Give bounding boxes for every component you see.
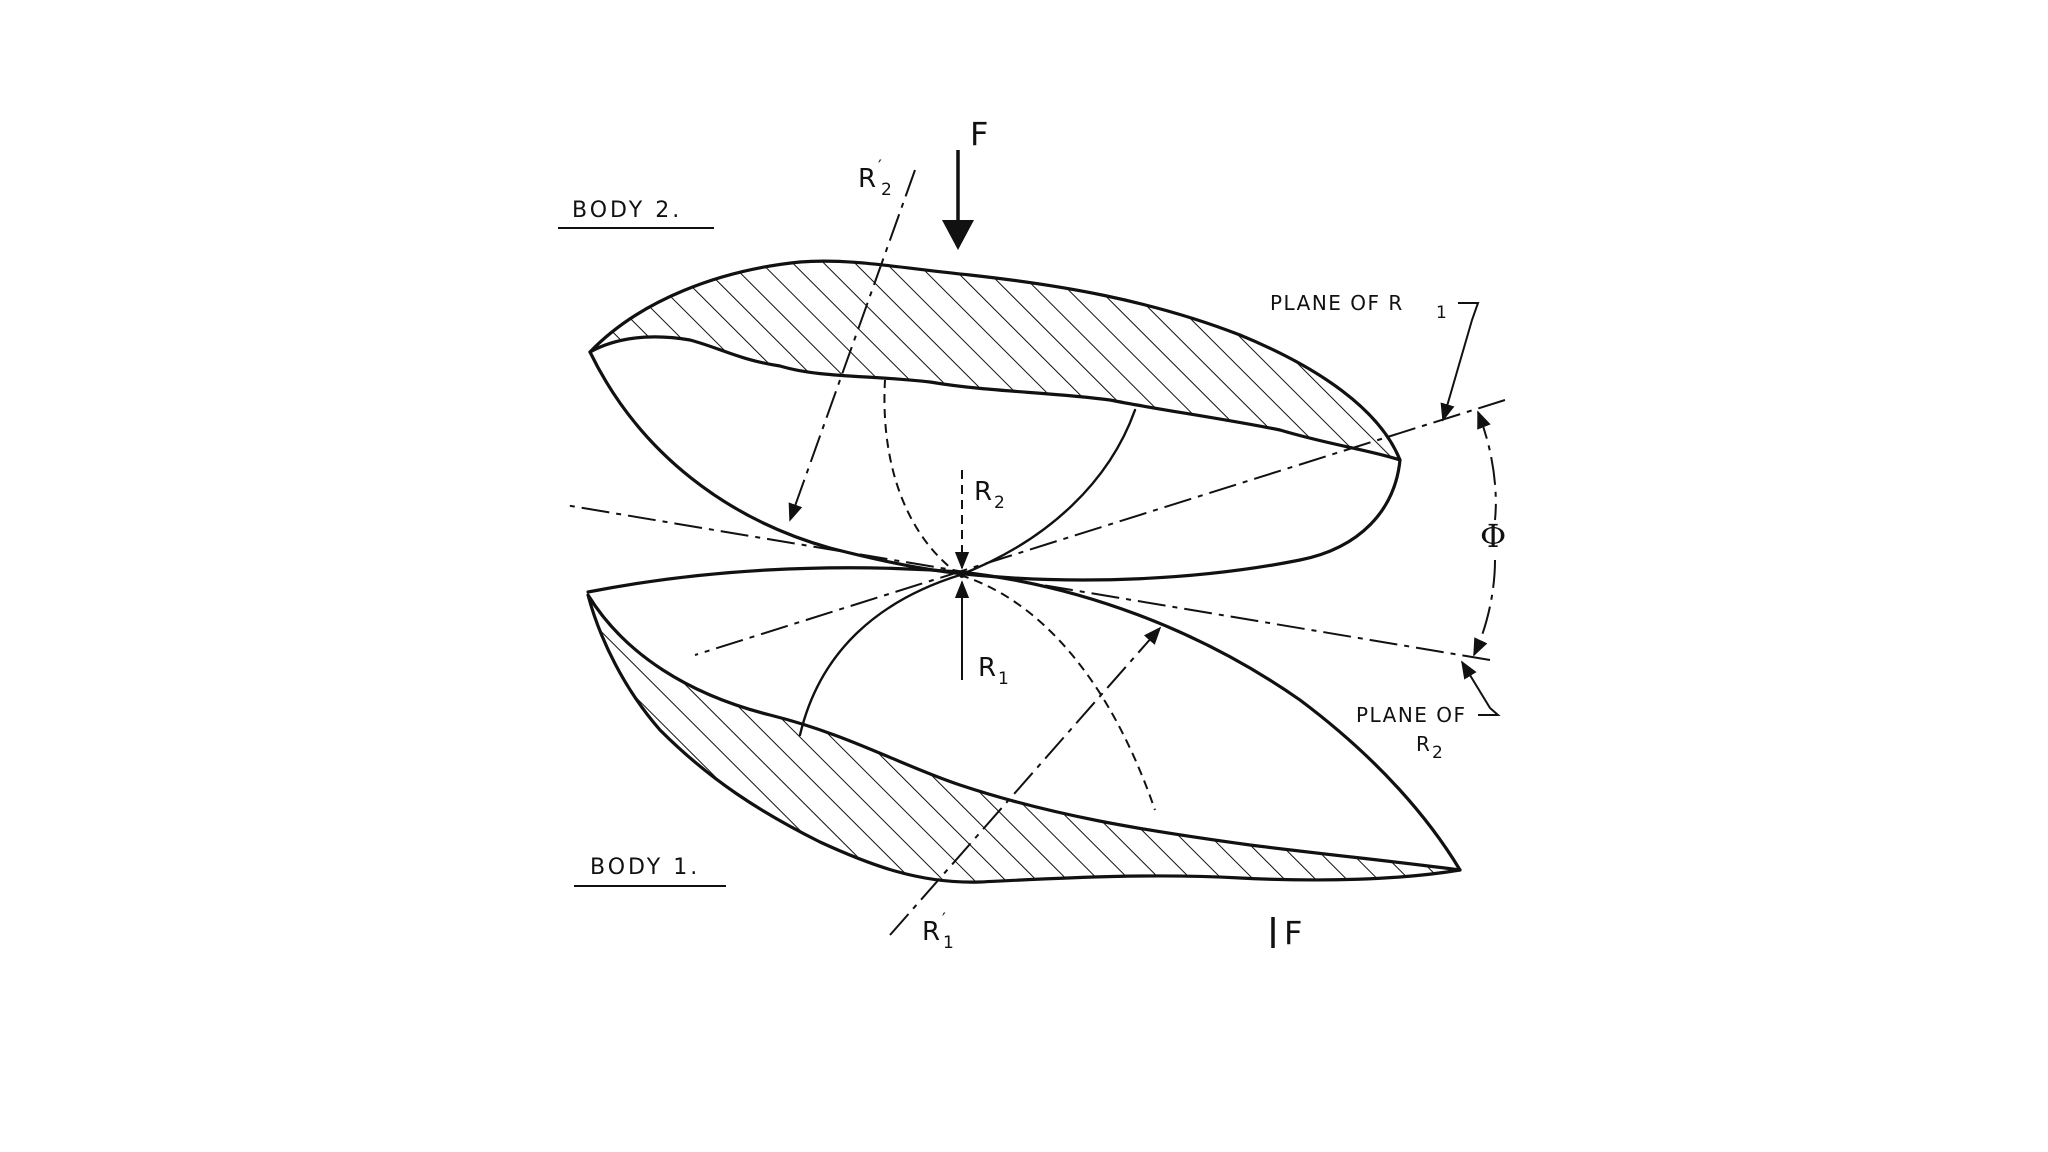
plane-r2-leader (1461, 660, 1501, 716)
r2-prime-label-group: R ′ 2 (858, 157, 892, 200)
force-top-label: F (970, 115, 988, 153)
body-2-section-hatch (588, 259, 1402, 462)
force-bottom-label: F (1284, 914, 1302, 952)
plane-r2-label-line1: PLANE OF (1356, 703, 1467, 727)
body-1-outline (586, 566, 1462, 872)
plane-r1-subscript: 1 (1436, 303, 1447, 323)
r2-prime-subscript: 2 (881, 180, 892, 200)
phi-label: Φ (1480, 517, 1506, 555)
plane-r2-callout: PLANE OF R 2 (1356, 660, 1501, 763)
plane-r1-leader (1440, 302, 1480, 422)
r2-prime-radius-line (788, 169, 916, 522)
body-1-meridian-solid (798, 573, 962, 737)
body-2-label: BODY 2. (572, 198, 682, 223)
plane-r1-line (694, 399, 1506, 656)
r1-subscript: 1 (998, 669, 1009, 689)
phi-arc-upper (1477, 410, 1497, 521)
plane-r2-line (564, 504, 1491, 661)
body-1-meridian-dashed (959, 574, 1156, 811)
force-top: F (942, 115, 988, 250)
plane-r2-label-line2: R (1416, 732, 1431, 756)
plane-r1-label: PLANE OF R (1270, 291, 1404, 315)
principal-planes (564, 169, 1506, 936)
r2-label: R (974, 477, 992, 507)
phi-arc-lower (1473, 559, 1496, 657)
r1-prime-mark: ′ (942, 910, 946, 930)
force-bottom: F (1271, 914, 1302, 952)
body-1-label-group: BODY 1. (574, 855, 726, 887)
phi-angle: Φ (1473, 410, 1506, 657)
body-1-label: BODY 1. (590, 855, 700, 880)
contact-point (959, 572, 965, 578)
r2-prime-mark: ′ (878, 157, 882, 177)
plane-r1-callout: PLANE OF R 1 (1270, 291, 1480, 422)
r1-prime-label-group: R ′ 1 (922, 910, 954, 953)
body-2-meridian-dashed (883, 379, 961, 576)
r1-label: R (978, 653, 996, 683)
body-1 (586, 566, 1462, 884)
r1-label-group: R 1 (978, 653, 1009, 689)
r1-prime-radius-line (889, 626, 1162, 936)
force-top-arrowhead (942, 220, 974, 250)
r1-prime-label: R (922, 917, 940, 947)
body-2-label-group: BODY 2. (558, 198, 714, 229)
r1-prime-subscript: 1 (943, 933, 954, 953)
r2-subscript: 2 (994, 493, 1005, 513)
plane-r2-subscript: 2 (1432, 743, 1443, 763)
r2-label-group: R 2 (974, 477, 1005, 513)
r2-prime-label: R (858, 164, 876, 194)
body-1-section-hatch (586, 593, 1462, 884)
